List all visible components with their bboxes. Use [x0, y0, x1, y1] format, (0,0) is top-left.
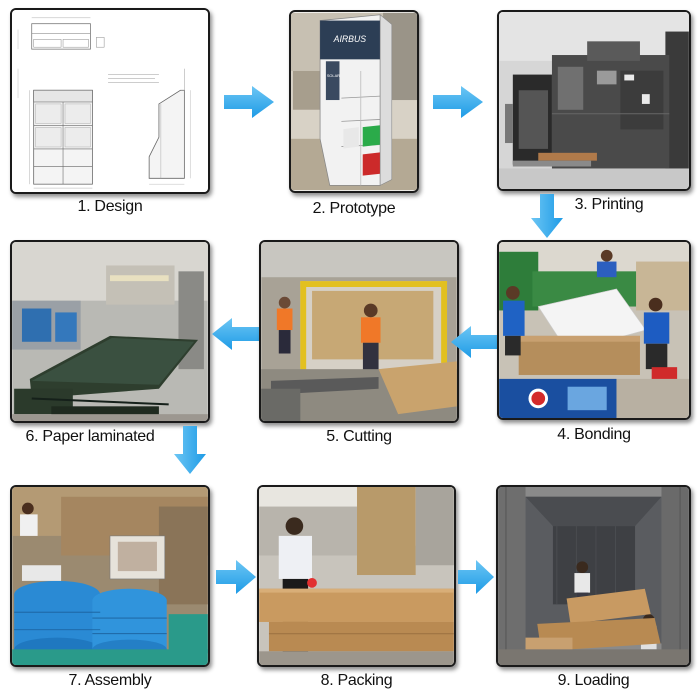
step-label: 3. Printing: [574, 196, 644, 213]
display-header-text: AIRBUS: [333, 34, 367, 44]
step-label: 1. Design: [77, 198, 143, 215]
arrow-left-icon: [212, 318, 260, 350]
laminating-machine-image: [10, 240, 210, 423]
arrow-down-icon: [174, 426, 206, 474]
loading-container-image: [496, 485, 691, 667]
arrow-down-icon: [531, 194, 563, 238]
step-packing: 8. Packing: [257, 485, 456, 697]
step-label: 5. Cutting: [326, 428, 392, 445]
step-label: 7. Assembly: [68, 672, 152, 689]
arrow-left-icon: [451, 326, 497, 358]
cutting-machine-image: [259, 240, 459, 423]
printing-machine-image: [497, 10, 691, 191]
packing-image: [257, 485, 456, 667]
step-label: 8. Packing: [320, 672, 393, 689]
step-cutting: 5. Cutting: [259, 240, 459, 452]
step-label: 4. Bonding: [557, 426, 631, 443]
arrow-right-icon: [458, 560, 494, 594]
step-assembly: 7. Assembly: [10, 485, 210, 697]
bonding-machine-image: [497, 240, 691, 420]
step-bonding: 4. Bonding: [497, 240, 691, 452]
step-loading: 9. Loading: [496, 485, 691, 697]
step-paper-laminated: 6. Paper laminated: [10, 240, 210, 452]
step-design: 1. Design: [10, 8, 210, 224]
design-drawing-image: [10, 8, 210, 194]
step-printing: 3. Printing: [497, 10, 691, 220]
step-label: 2. Prototype: [312, 200, 396, 217]
arrow-right-icon: [216, 560, 256, 594]
arrow-right-icon: [224, 86, 274, 118]
svg-text:SOLAR: SOLAR: [327, 73, 340, 78]
prototype-display-image: AIRBUS SOLAR: [289, 10, 419, 193]
assembly-image: [10, 485, 210, 667]
blueprint-drawing: [12, 10, 208, 192]
arrow-right-icon: [433, 86, 483, 118]
step-label: 6. Paper laminated: [25, 428, 155, 445]
step-prototype: AIRBUS SOLAR 2. Prototype: [289, 10, 419, 226]
step-label: 9. Loading: [557, 672, 630, 689]
